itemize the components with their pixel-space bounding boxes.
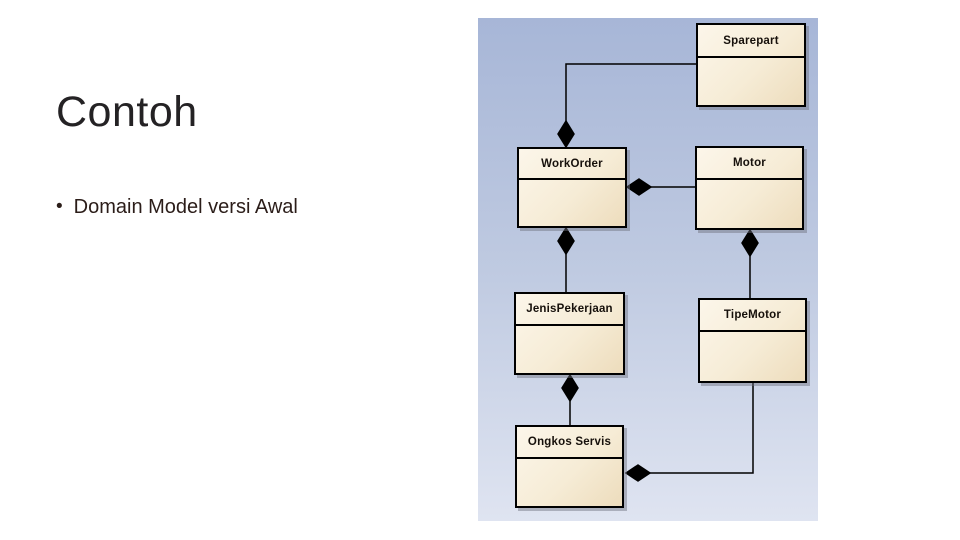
uml-class-name-jenispekerjaan: JenisPekerjaan — [516, 294, 623, 326]
composition-diamond-workorder-right — [625, 178, 653, 196]
uml-class-workorder: WorkOrder — [517, 147, 627, 228]
uml-class-body-ongkosservis — [517, 459, 622, 506]
bullet-icon: • — [56, 196, 63, 217]
uml-class-body-sparepart — [698, 58, 804, 105]
bullet-text: Domain Model versi Awal — [73, 196, 298, 218]
bullet-item: • Domain Model versi Awal — [56, 195, 298, 219]
uml-class-name-sparepart: Sparepart — [698, 25, 804, 58]
relationship-connectors — [557, 63, 759, 482]
uml-class-name-workorder: WorkOrder — [519, 149, 625, 180]
domain-model-diagram: Sparepart WorkOrder Motor JenisPekerjaan… — [478, 18, 818, 521]
composition-diamond-workorder-bottom — [557, 226, 575, 256]
composition-diamond-jenispekerjaan-bottom — [561, 373, 579, 403]
uml-class-body-motor — [697, 180, 802, 228]
uml-class-jenispekerjaan: JenisPekerjaan — [514, 292, 625, 375]
uml-class-name-ongkosservis: Ongkos Servis — [517, 427, 622, 459]
slide-title: Contoh — [56, 88, 198, 136]
composition-diamond-motor-bottom — [741, 228, 759, 258]
uml-class-motor: Motor — [695, 146, 804, 230]
connector-workorder-sparepart — [565, 63, 696, 122]
uml-class-sparepart: Sparepart — [696, 23, 806, 107]
uml-class-name-motor: Motor — [697, 148, 802, 180]
uml-class-body-workorder — [519, 180, 625, 226]
composition-diamond-ongkosservis-right — [624, 464, 652, 482]
uml-class-tipemotor: TipeMotor — [698, 298, 807, 383]
connector-ongkosservis-tipemotor — [650, 383, 754, 474]
composition-diamond-workorder-top — [557, 119, 575, 149]
uml-class-ongkosservis: Ongkos Servis — [515, 425, 624, 508]
uml-class-name-tipemotor: TipeMotor — [700, 300, 805, 332]
uml-class-body-tipemotor — [700, 332, 805, 381]
uml-class-body-jenispekerjaan — [516, 326, 623, 373]
